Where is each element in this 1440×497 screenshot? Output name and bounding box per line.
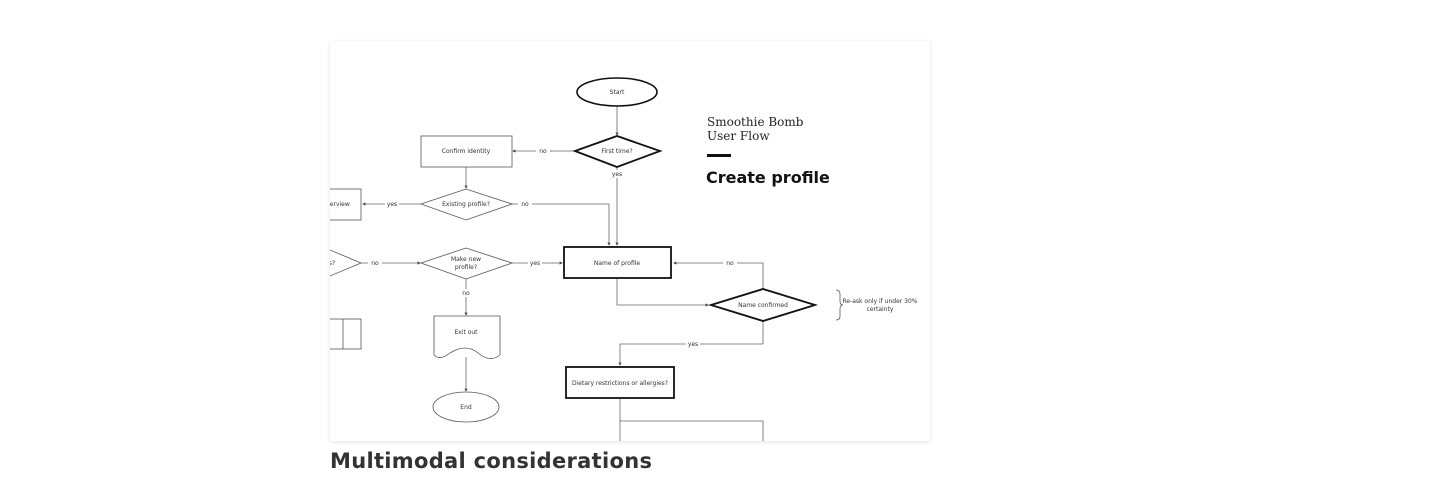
node-dietary-label: Dietary restrictions or allergies? [572,380,668,387]
label-no: no [371,260,379,267]
node-make-new-profile [419,247,514,280]
node-name-of-profile-label: Name of profile [594,260,641,267]
node-confirm-identity [420,135,513,168]
annotation-brace-icon [835,289,844,321]
node-offscreen-decision-label: s? [330,260,335,267]
edge-labels: no yes yes no no yes no no yes [368,147,737,348]
edge-confirm-no [673,261,764,289]
label-no: no [521,201,529,208]
node-start-label: Start [610,89,625,96]
node-offscreen-box [330,318,362,350]
node-exit-out [433,315,501,359]
label-yes: yes [387,201,397,208]
node-overview [330,188,362,221]
node-start [576,77,658,107]
node-make-new-profile-label: Make new [451,256,481,263]
annotation-line1: Re-ask only if under 30% [842,298,917,305]
node-existing-profile [419,188,514,221]
node-first-time-label: First time? [601,148,632,155]
node-name-confirmed-label: Name confirmed [738,302,788,309]
node-end [432,391,500,423]
node-end-label: End [460,404,472,411]
diagram-subtitle: Create profile [706,168,830,187]
node-overview-label: verview [330,201,350,208]
label-yes: yes [688,341,698,348]
edge-dietary-branch [620,420,764,441]
annotation-line2: certainty [867,306,894,313]
node-confirm-identity-label: Confirm identity [442,148,491,155]
node-first-time [572,135,663,168]
section-heading: Multimodal considerations [330,449,653,473]
label-yes: yes [530,260,540,267]
edge-name-confirm [616,279,709,307]
title-divider [707,154,731,157]
node-make-new-profile-label: profile? [455,264,477,271]
node-offscreen-decision [330,249,363,277]
flowchart-svg: no yes yes no no yes no no yes Start Fir… [330,77,918,441]
node-dietary [565,366,675,399]
edge-existing-no [512,203,611,246]
label-no: no [726,260,734,267]
label-no: no [462,290,470,297]
diagram-title-line2: User Flow [707,129,770,143]
diagram-title-line1: Smoothie Bomb [707,115,804,129]
node-name-of-profile [563,246,672,279]
flowchart-image: no yes yes no no yes no no yes Start Fir… [330,41,930,441]
label-yes: yes [612,171,622,178]
node-existing-profile-label: Existing profile? [442,201,490,208]
node-name-confirmed [707,288,819,322]
label-no: no [539,148,547,155]
node-exit-out-label: Exit out [454,329,478,336]
